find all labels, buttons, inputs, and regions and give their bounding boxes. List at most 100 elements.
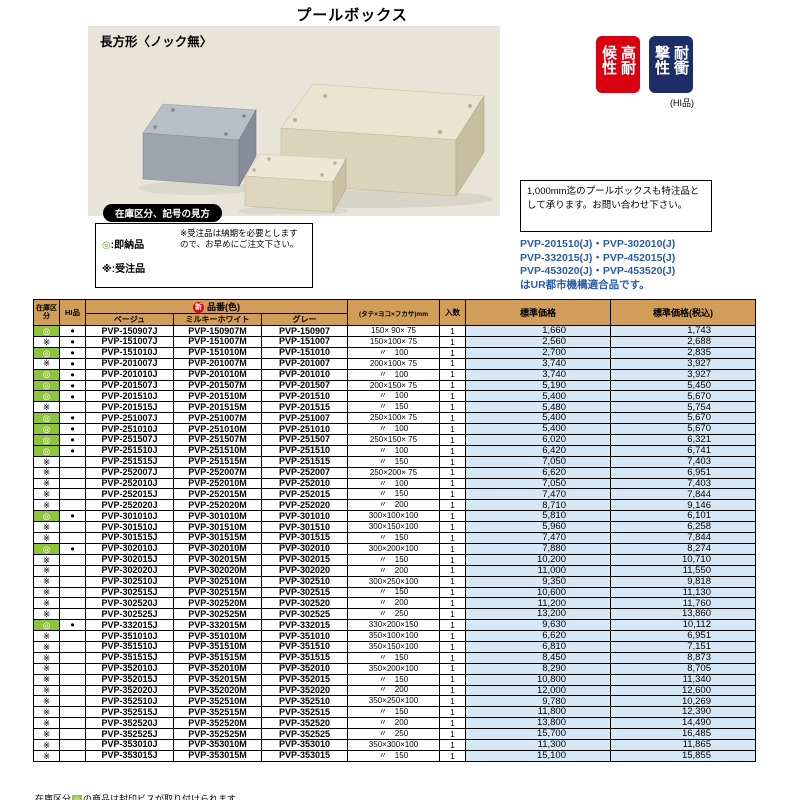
hi-cell: ●	[59, 510, 86, 523]
part-number-milky: PVP-251010M	[173, 423, 262, 436]
stock-cell: ※	[33, 499, 60, 512]
dimensions-cell: 〃 100	[347, 477, 440, 490]
part-number-beige: PVP-252020J	[85, 499, 174, 512]
stock-cell: ※	[33, 640, 60, 653]
small-beige-box	[244, 153, 347, 214]
hi-cell	[59, 673, 86, 686]
stock-cell: ◎	[33, 434, 60, 446]
stock-cell: ※	[33, 401, 60, 414]
table-row: ◎ ● PVP-201507J PVP-201507M PVP-201507 2…	[33, 379, 756, 392]
part-number-gray: PVP-352525	[261, 728, 348, 740]
footer-suffix: の商品は封印ビスが取り付けられます。	[83, 794, 245, 800]
custom-order-note: 1,000mm迄のプールボックスも特注品として承ります。お問い合わせ下さい。	[520, 180, 712, 232]
table-row: ※ PVP-302510J PVP-302510M PVP-302510 300…	[33, 575, 756, 588]
part-number-gray: PVP-302520	[261, 597, 348, 610]
stock-cell: ※	[33, 706, 60, 719]
dimensions-cell: 200×100× 75	[347, 357, 440, 370]
table-row: ◎ ● PVP-251507J PVP-251507M PVP-251507 2…	[33, 434, 756, 446]
stock-cell: ※	[33, 586, 60, 599]
header-color-milky: ミルキーホワイト	[173, 313, 262, 327]
hi-cell	[59, 630, 86, 642]
dimensions-cell: 〃 150	[347, 455, 440, 468]
part-number-gray: PVP-251510	[261, 444, 348, 457]
stock-cell: ※	[33, 336, 60, 348]
hi-cell	[59, 401, 86, 414]
part-number-milky: PVP-352020M	[173, 684, 262, 697]
part-number-gray: PVP-353015	[261, 749, 348, 762]
price-tax-cell: 11,130	[610, 586, 756, 599]
price-tax-cell: 7,151	[610, 640, 756, 653]
part-number-milky: PVP-251507M	[173, 434, 262, 446]
price-tax-cell: 6,951	[610, 466, 756, 479]
qty-cell: 1	[439, 521, 466, 534]
qty-cell: 1	[439, 728, 466, 740]
price-cell: 6,620	[465, 630, 611, 642]
part-number-milky: PVP-251007M	[173, 412, 262, 425]
quality-badges: 高耐候性 耐衝撃性 (HI品)	[596, 36, 694, 109]
part-number-gray: PVP-302010	[261, 542, 348, 555]
price-tax-cell: 10,710	[610, 553, 756, 566]
part-number-gray: PVP-151010	[261, 346, 348, 359]
part-number-gray: PVP-302525	[261, 608, 348, 621]
dimensions-cell: 〃 100	[347, 444, 440, 457]
part-number-milky: PVP-352515M	[173, 706, 262, 719]
product-boxes-illustration	[138, 83, 493, 214]
part-number-gray: PVP-352020	[261, 684, 348, 697]
hi-product-label: (HI品)	[670, 98, 694, 108]
table-row: ◎ ● PVP-332015J PVP-332015M PVP-332015 3…	[33, 619, 756, 632]
qty-cell: 1	[439, 455, 466, 468]
qty-cell: 1	[439, 586, 466, 599]
price-cell: 5,400	[465, 423, 611, 436]
dimensions-cell: 350×200×100	[347, 662, 440, 675]
price-cell: 7,470	[465, 532, 611, 544]
part-number-beige: PVP-352510J	[85, 695, 174, 708]
price-cell: 7,470	[465, 488, 611, 501]
price-cell: 9,780	[465, 695, 611, 708]
stock-cell: ※	[33, 695, 60, 708]
part-number-beige: PVP-201007J	[85, 357, 174, 370]
table-row: ※ PVP-352525J PVP-352525M PVP-352525 〃 2…	[33, 728, 756, 740]
dimensions-cell: 150×100× 75	[347, 336, 440, 348]
stock-cell: ※	[33, 738, 60, 751]
hi-cell	[59, 651, 86, 664]
dimensions-cell: 〃 200	[347, 597, 440, 610]
price-tax-cell: 3,927	[610, 357, 756, 370]
table-row: ※ PVP-351010J PVP-351010M PVP-351010 350…	[33, 630, 756, 642]
price-tax-cell: 3,927	[610, 368, 756, 381]
part-number-beige: PVP-302010J	[85, 542, 174, 555]
part-number-beige: PVP-301515J	[85, 532, 174, 544]
part-number-gray: PVP-251007	[261, 412, 348, 425]
qty-cell: 1	[439, 412, 466, 425]
part-number-gray: PVP-251507	[261, 434, 348, 446]
ur-line: PVP-332015(J)・PVP-452015(J)	[520, 251, 676, 264]
part-number-milky: PVP-351010M	[173, 630, 262, 642]
price-cell: 5,190	[465, 379, 611, 392]
footer-note: 在庫区分◎の商品は封印ビスが取り付けられます。	[35, 792, 244, 800]
price-cell: 10,600	[465, 586, 611, 599]
dimensions-cell: 300×100×100	[347, 510, 440, 523]
table-row: ◎ ● PVP-301010J PVP-301010M PVP-301010 3…	[33, 510, 756, 523]
stock-cell: ※	[33, 532, 60, 544]
price-cell: 11,300	[465, 738, 611, 751]
hi-cell	[59, 695, 86, 708]
hi-cell: ●	[59, 336, 86, 348]
table-row: ※ PVP-301515J PVP-301515M PVP-301515 〃 1…	[33, 532, 756, 544]
price-cell: 13,800	[465, 717, 611, 730]
part-number-milky: PVP-302015M	[173, 553, 262, 566]
part-number-beige: PVP-352515J	[85, 706, 174, 719]
price-tax-cell: 15,855	[610, 749, 756, 762]
table-row: ※ PVP-302525J PVP-302525M PVP-302525 〃 2…	[33, 608, 756, 621]
hi-cell	[59, 553, 86, 566]
dimensions-cell: 〃 150	[347, 673, 440, 686]
qty-cell: 1	[439, 401, 466, 414]
part-number-gray: PVP-251010	[261, 423, 348, 436]
product-photo-area: 長方形〈ノック無〉	[88, 26, 500, 216]
part-number-milky: PVP-332015M	[173, 619, 262, 632]
stock-cell: ◎	[33, 346, 60, 359]
part-number-beige: PVP-353015J	[85, 749, 174, 762]
qty-cell: 1	[439, 553, 466, 566]
price-cell: 6,620	[465, 466, 611, 479]
dimensions-cell: 〃 250	[347, 728, 440, 740]
badge-impact-label: 耐衝撃性	[653, 44, 689, 75]
qty-cell: 1	[439, 640, 466, 653]
